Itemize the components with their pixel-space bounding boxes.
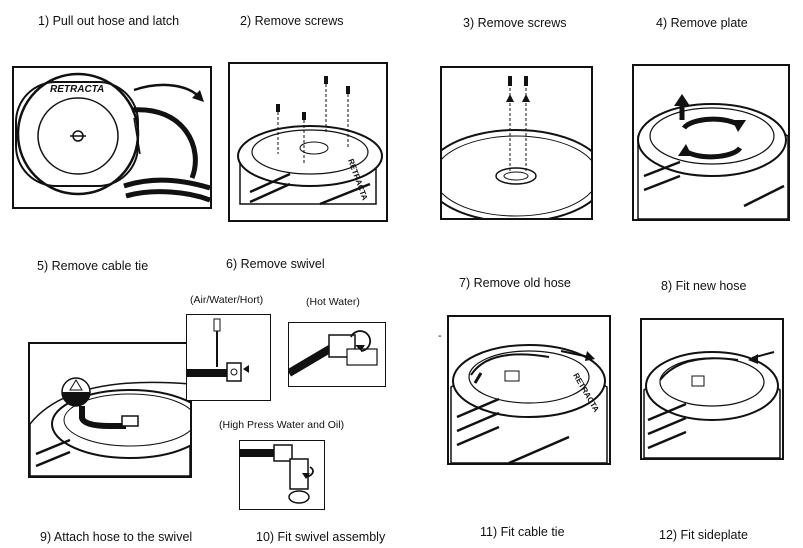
swivel-high-press-illustration [239,440,325,510]
step-6-caption: 6) Remove swivel [226,257,325,271]
swivel-air-water-hort-illustration [186,314,271,401]
step-8-illustration [640,318,784,460]
step-2-caption: 2) Remove screws [240,14,344,28]
step-8-caption: 8) Fit new hose [661,279,747,293]
step-1-illustration: RETRACTA [12,66,212,209]
step-9-caption: 9) Attach hose to the swivel [40,530,193,544]
variant-air-water-hort-label: (Air/Water/Hort) [190,294,264,306]
step-4-illustration [632,64,790,221]
swivel-hot-water-illustration [288,322,386,387]
brand-logo: RETRACTA [50,84,104,95]
step-1-caption: 1) Pull out hose and latch [38,14,180,28]
step-4-caption: 4) Remove plate [656,16,748,30]
step-2-illustration: RETRACTA [228,62,388,222]
step-7-illustration: RETRACTA [447,315,611,465]
step-3-illustration [440,66,593,220]
step-3-caption: 3) Remove screws [463,16,567,30]
step-10-caption: 10) Fit swivel assembly [256,530,386,544]
stray-dash: - [438,330,442,342]
variant-hot-water-label: (Hot Water) [306,296,360,308]
step-5-caption: 5) Remove cable tie [37,259,149,273]
step-12-caption: 12) Fit sideplate [659,528,748,542]
variant-high-press-label: (High Press Water and Oil) [219,419,345,431]
step-11-caption: 11) Fit cable tie [480,525,565,539]
step-5-illustration [28,342,192,478]
step-7-caption: 7) Remove old hose [459,276,571,290]
